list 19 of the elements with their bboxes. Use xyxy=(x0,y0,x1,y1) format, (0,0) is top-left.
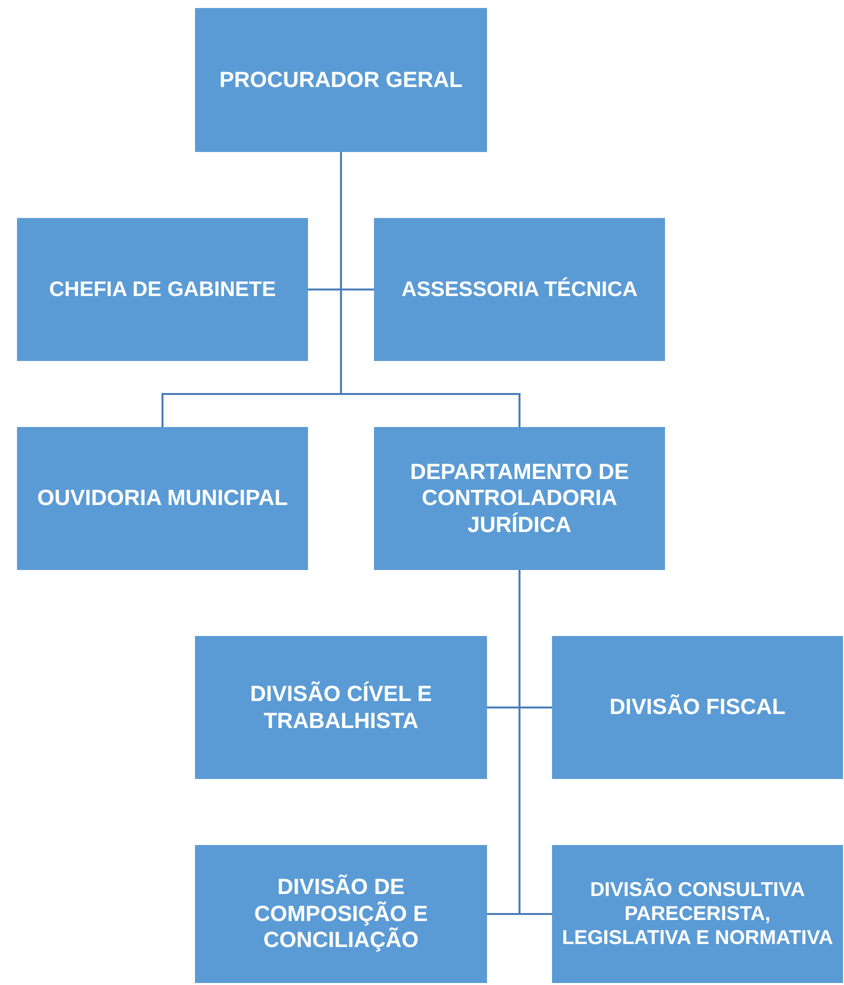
unit-name: PROCURADOR GERAL xyxy=(219,66,463,94)
unit-name: DIVISÃO FISCAL xyxy=(609,694,786,721)
org-unit-box xyxy=(374,427,665,570)
unit-name: DIVISÃO CÍVEL E TRABALHISTA xyxy=(249,681,433,734)
org-unit-box xyxy=(195,845,487,983)
org-unit-box xyxy=(552,636,843,779)
org-unit-box xyxy=(17,218,308,361)
org-unit-box xyxy=(195,8,487,152)
org-unit-box xyxy=(17,427,308,570)
org-unit-box xyxy=(552,845,843,983)
org-unit-box xyxy=(195,636,487,779)
unit-name: ASSESSORIA TÉCNICA xyxy=(401,276,638,302)
unit-name: CHEFIA DE GABINETE xyxy=(49,276,276,302)
unit-name: OUVIDORIA MUNICIPAL xyxy=(37,485,288,512)
connector-line xyxy=(518,570,552,915)
unit-name: DIVISÃO CONSULTIVA PARECERISTA, LEGISLATIVA E NORMATIVA xyxy=(560,878,834,950)
org-unit-box xyxy=(374,218,665,361)
unit-name: DEPARTAMENTO DE CONTROLADORIA JURÍDICA xyxy=(409,458,630,538)
unit-name: DIVISÃO DE COMPOSIÇÃO E CONCILIAÇÃO xyxy=(253,874,429,954)
